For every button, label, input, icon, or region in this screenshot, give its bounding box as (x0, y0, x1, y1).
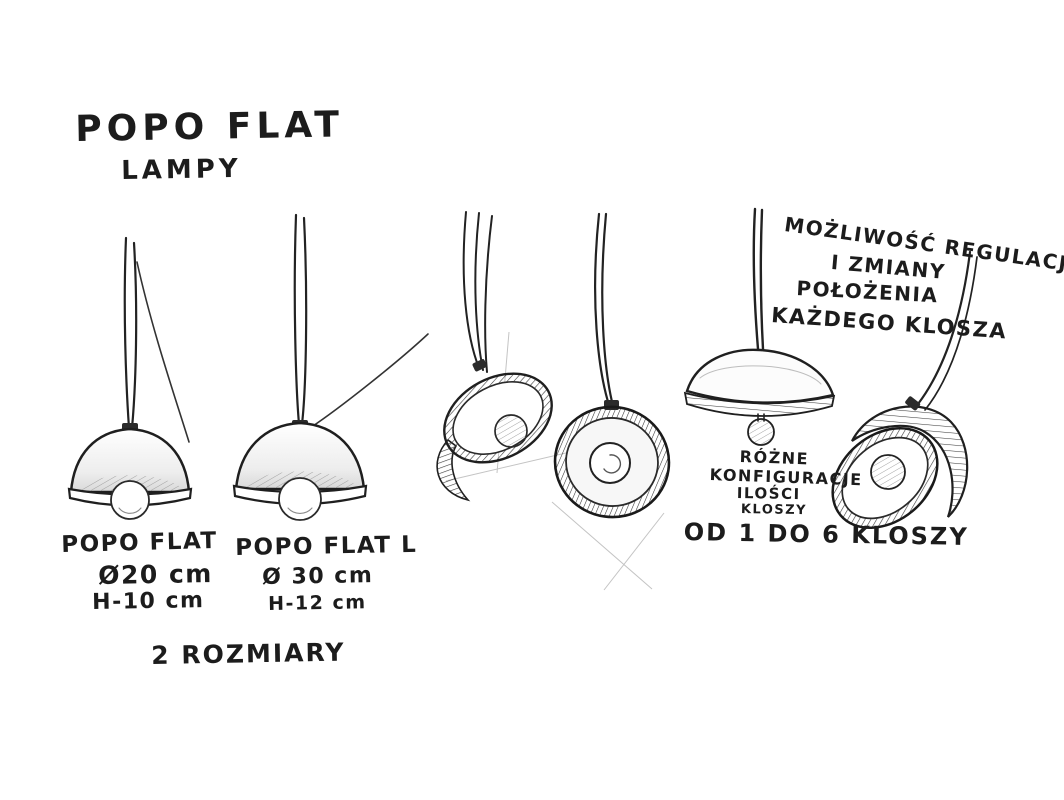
lamp-tilted-outer-rim (443, 372, 553, 464)
lamp-tilted-cords (462, 211, 493, 373)
lamp-large-diameter: Ø 30 cm (261, 563, 374, 590)
lamp-large-bulb-shading (287, 507, 313, 514)
lamp-large-cords (293, 213, 429, 429)
count-note: OD 1 DO 6 KLOSZY (683, 518, 969, 551)
lamp-side-view-cords (752, 207, 765, 351)
lamp-below-view-sketch (553, 212, 671, 519)
configurations-note-line-1: RÓŻNE (739, 447, 810, 469)
lamp-large-shade (234, 421, 366, 491)
lamp-tilted-right-bulb (870, 454, 906, 490)
lamp-tilted-sketch (436, 211, 553, 502)
lamp-side-view-sketch (683, 207, 836, 446)
lamp-large-sketch (232, 213, 429, 521)
lamp-below-view-bulb (589, 442, 631, 484)
page-title: POPO FLAT (74, 104, 345, 150)
sizes-note: 2 ROZMIARY (150, 637, 346, 670)
lamp-tilted-right-rim-shading (832, 428, 938, 528)
lamp-side-view-shade (685, 348, 835, 404)
lamp-side-view-rim-shading (683, 391, 836, 417)
configurations-note-line-4: KLOSZY (740, 502, 808, 519)
lamp-side-view-bulb (747, 418, 775, 446)
lamp-small-diameter: Ø20 cm (97, 558, 214, 590)
lamp-tilted-cap (472, 359, 487, 372)
lamp-tilted-right-cap (905, 396, 921, 411)
lamp-small-bulb-shading (118, 507, 142, 514)
lamp-small-cords (123, 236, 190, 443)
page-subtitle: LAMPY (120, 153, 242, 186)
lamp-tilted-right-outer-rim (831, 427, 939, 529)
lamp-small-name: POPO FLAT (60, 527, 218, 558)
lamp-small-height: H-10 cm (91, 588, 205, 615)
lamp-below-view-filament (603, 454, 622, 474)
lamp-large-name: POPO FLAT L (234, 531, 418, 561)
lamp-large-height: H-12 cm (267, 591, 367, 615)
lamp-tilted-back-shading (436, 438, 471, 502)
lamp-small-shade (69, 427, 191, 494)
lamp-tilted-right-cords (916, 250, 978, 411)
lamp-below-view-cords (594, 212, 615, 408)
lamp-side-view-shade-line (699, 365, 822, 385)
lamp-small-sketch (67, 236, 193, 520)
lamp-below-view-outer-rim (553, 405, 671, 519)
lamp-tilted-bulb (494, 414, 528, 448)
configurations-note-line-3: ILOŚCI (736, 484, 801, 504)
lamp-tilted-right-sketch (831, 250, 978, 529)
